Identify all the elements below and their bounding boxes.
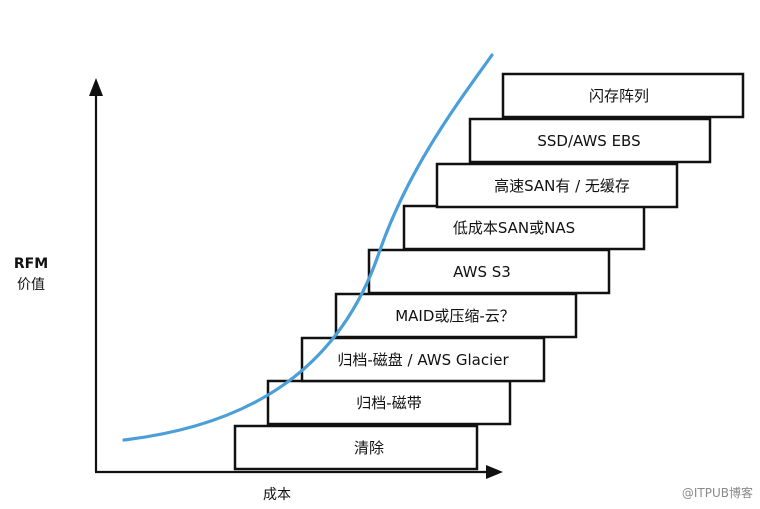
step-1: 清除 xyxy=(233,424,479,471)
step-2: 归档-磁带 xyxy=(266,379,512,426)
step-5-label: AWS S3 xyxy=(453,263,511,281)
step-4-label: MAID或压缩-云？ xyxy=(395,307,515,325)
step-8: SSD/AWS EBS xyxy=(468,117,712,164)
step-1-label: 清除 xyxy=(354,439,384,457)
step-5: AWS S3 xyxy=(367,248,611,295)
value-curve xyxy=(122,53,494,442)
step-7-label: 高速SAN有 / 无缓存 xyxy=(494,177,630,195)
staircase: 清除 归档-磁带 归档-磁盘 / AWS Glacier MAID或压缩-云？ … xyxy=(233,72,745,471)
axes xyxy=(89,78,503,479)
watermark: @ITPUB博客 xyxy=(682,485,753,500)
step-2-label: 归档-磁带 xyxy=(356,394,421,412)
y-axis-label-line2: 价值 xyxy=(17,277,45,293)
step-9: 闪存阵列 xyxy=(501,72,745,119)
y-axis-label-line1: RFM xyxy=(14,256,48,272)
x-axis-label: 成本 xyxy=(263,487,291,503)
x-axis-arrow-icon xyxy=(486,465,503,479)
step-9-label: 闪存阵列 xyxy=(589,87,649,105)
step-3-label: 归档-磁盘 / AWS Glacier xyxy=(337,351,509,369)
step-6: 低成本SAN或NAS xyxy=(402,204,646,251)
step-4: MAID或压缩-云？ xyxy=(334,292,578,339)
step-6-label: 低成本SAN或NAS xyxy=(453,219,575,237)
y-axis-arrow-icon xyxy=(89,78,103,96)
step-8-label: SSD/AWS EBS xyxy=(537,132,640,150)
step-3: 归档-磁盘 / AWS Glacier xyxy=(300,336,546,383)
step-7: 高速SAN有 / 无缓存 xyxy=(435,162,679,209)
